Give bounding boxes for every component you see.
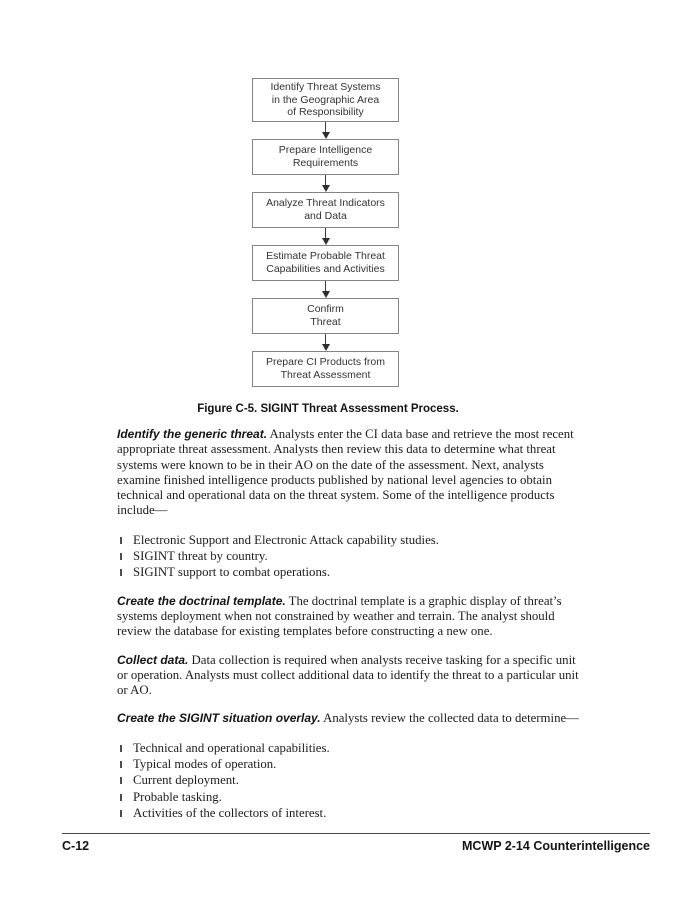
- paragraph-body: Data collection is required when analyst…: [117, 652, 579, 698]
- flow-box-prepare-intelligence-requirements: Prepare Intelligence Requirements: [252, 138, 399, 175]
- list-item-text: Activities of the collectors of interest…: [133, 805, 327, 820]
- list-item: Typical modes of operation.: [117, 756, 581, 772]
- list-item-text: Technical and operational capabilities.: [133, 740, 330, 755]
- list-item-text: Typical modes of operation.: [133, 757, 277, 772]
- bullet-list-intel-products: Electronic Support and Electronic Attack…: [117, 532, 581, 581]
- bullet-marker-icon: [120, 809, 122, 817]
- bullet-marker-icon: [120, 777, 122, 785]
- footer-rule: [62, 833, 650, 834]
- paragraph-lead-in: Create the doctrinal template.: [117, 593, 286, 608]
- flow-box-line: Prepare Intelligence: [278, 144, 373, 156]
- list-item: Activities of the collectors of interest…: [117, 805, 581, 821]
- flow-box-estimate-probable-threat: Estimate Probable Threat Capabilities an…: [252, 244, 399, 281]
- paragraph-body: Analysts enter the CI data base and retr…: [117, 427, 574, 518]
- list-item-text: SIGINT threat by country.: [133, 549, 268, 564]
- flow-box-confirm-threat: Confirm Threat: [252, 297, 399, 334]
- list-item: SIGINT threat by country.: [117, 548, 581, 564]
- flow-box-line: Prepare CI Products from: [265, 356, 386, 368]
- flow-box-line: and Data: [304, 209, 347, 222]
- arrow-down-icon: [321, 280, 330, 298]
- bullet-marker-icon: [120, 744, 122, 752]
- flow-box-line: in the Geographic Area: [271, 93, 380, 106]
- list-item: Current deployment.: [117, 772, 581, 788]
- flow-box-line: Threat: [310, 315, 341, 328]
- figure-caption: Figure C-5. SIGINT Threat Assessment Pro…: [197, 403, 459, 415]
- arrow-down-icon: [321, 333, 330, 351]
- bullet-marker-icon: [120, 569, 122, 577]
- page-number: C-12: [62, 839, 90, 853]
- bullet-list-determine: Technical and operational capabilities. …: [117, 740, 581, 821]
- flow-box-line: Requirements: [292, 156, 359, 169]
- paragraph-create-doctrinal-template: Create the doctrinal template. The doctr…: [117, 594, 581, 640]
- paragraph-lead-in: Create the SIGINT situation overlay.: [117, 711, 321, 726]
- bullet-marker-icon: [120, 761, 122, 769]
- flow-box-identify-threat-systems: Identify Threat Systems in the Geographi…: [252, 78, 399, 122]
- paragraph-identify-generic-threat: Identify the generic threat. Analysts en…: [117, 427, 581, 519]
- document-title: MCWP 2-14 Counterintelligence: [462, 839, 650, 853]
- arrow-down-icon: [321, 121, 330, 139]
- list-item-text: Electronic Support and Electronic Attack…: [133, 532, 439, 547]
- arrow-down-icon: [321, 227, 330, 245]
- paragraph-collect-data: Collect data. Data collection is require…: [117, 653, 581, 699]
- list-item: Technical and operational capabilities.: [117, 740, 581, 756]
- list-item: SIGINT support to combat operations.: [117, 564, 581, 580]
- flow-box-line: of Responsibility: [287, 106, 364, 118]
- flow-box-line: Threat Assessment: [280, 368, 371, 381]
- bullet-marker-icon: [120, 553, 122, 561]
- paragraph-lead-in: Collect data.: [117, 652, 189, 667]
- footer: C-12 MCWP 2-14 Counterintelligence: [62, 839, 650, 853]
- paragraph-create-sigint-situation-overlay: Create the SIGINT situation overlay. Ana…: [117, 711, 581, 726]
- flow-box-analyze-threat-indicators: Analyze Threat Indicators and Data: [252, 191, 399, 228]
- flow-box-prepare-ci-products: Prepare CI Products from Threat Assessme…: [252, 350, 399, 387]
- bullet-marker-icon: [120, 793, 122, 801]
- list-item: Electronic Support and Electronic Attack…: [117, 532, 581, 548]
- flow-box-line: Estimate Probable Threat: [266, 250, 385, 262]
- list-item: Probable tasking.: [117, 789, 581, 805]
- paragraph-body: The doctrinal template is a graphic disp…: [117, 593, 562, 639]
- arrow-down-icon: [321, 174, 330, 192]
- body-text: Identify the generic threat. Analysts en…: [117, 427, 581, 834]
- list-item-text: Probable tasking.: [133, 789, 222, 804]
- bullet-marker-icon: [120, 536, 122, 544]
- flowchart: Identify Threat Systems in the Geographi…: [252, 78, 399, 387]
- paragraph-lead-in: Identify the generic threat.: [117, 427, 268, 441]
- flow-box-line: Capabilities and Activities: [266, 262, 385, 275]
- flow-box-line: Confirm: [307, 303, 344, 315]
- flow-box-line: Identify Threat Systems: [270, 81, 381, 93]
- flow-box-line: Analyze Threat Indicators: [266, 197, 385, 209]
- paragraph-body: Analysts review the collected data to de…: [320, 711, 579, 726]
- list-item-text: SIGINT support to combat operations.: [133, 565, 331, 580]
- list-item-text: Current deployment.: [133, 773, 239, 788]
